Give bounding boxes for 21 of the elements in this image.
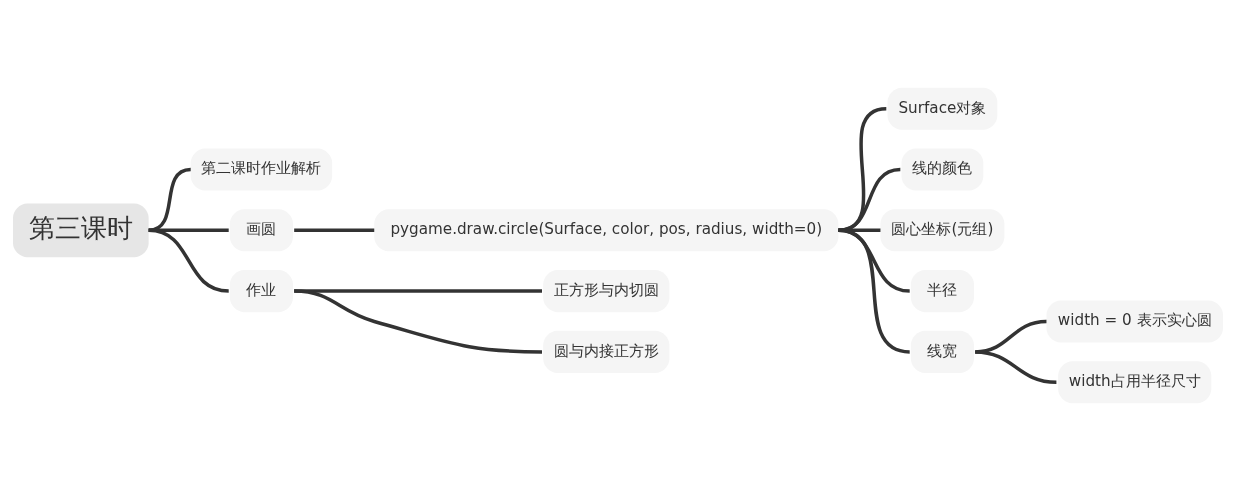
connector xyxy=(838,228,910,354)
node-box: 线宽 xyxy=(910,330,974,373)
connector xyxy=(838,167,901,232)
node-box: width占用半径尺寸 xyxy=(1058,360,1212,403)
connector xyxy=(148,167,191,232)
node-box: 第二课时作业解析 xyxy=(190,147,333,191)
connector xyxy=(148,228,229,293)
node-box: 圆心坐标(元组) xyxy=(880,208,1005,251)
node-box: 线的颜色 xyxy=(901,147,984,191)
node-box: 作业 xyxy=(229,269,293,312)
node-box: Surface对象 xyxy=(887,87,998,130)
node-box: 圆与内接正方形 xyxy=(543,330,670,373)
node-box: width = 0 表示实心圆 xyxy=(1046,299,1223,343)
connector xyxy=(294,228,375,232)
connector xyxy=(294,288,543,354)
node-box: 正方形与内切圆 xyxy=(543,269,670,312)
connector xyxy=(975,349,1057,384)
node-box: 半径 xyxy=(910,269,974,312)
node-box: 第三课时 xyxy=(13,202,149,257)
node-box: 画圆 xyxy=(229,208,293,251)
node-box: pygame.draw.circle(Surface, color, pos, radius, width=0) xyxy=(374,208,839,251)
